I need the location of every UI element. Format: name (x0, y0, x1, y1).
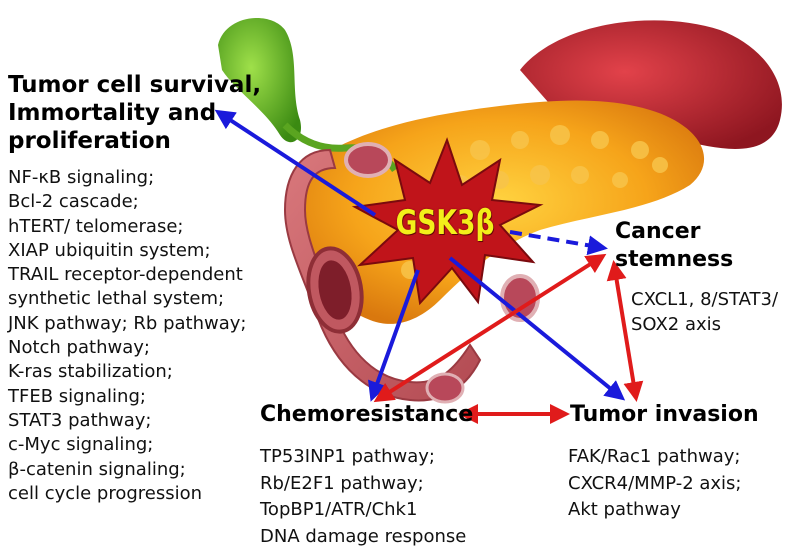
chemoresistance-list: TP53INP1 pathway; Rb/E2F1 pathway; TopBP… (260, 444, 466, 550)
survival-item: TRAIL receptor-dependent (8, 264, 243, 286)
survival-item: STAT3 pathway; (8, 409, 152, 431)
invasion-item: FAK/Rac1 pathway; (568, 446, 741, 467)
gsk3b-label: GSK3β (395, 203, 495, 243)
chemoresistance-item: TopBP1/ATR/Chk1 (260, 499, 418, 520)
invasion-list: FAK/Rac1 pathway; CXCR4/MMP-2 axis; Akt … (568, 444, 742, 524)
survival-item: XIAP ubiquitin system; (8, 239, 211, 261)
gallbladder-shape (218, 17, 301, 143)
stemness-item: CXCL1, 8/STAT3/ (631, 289, 779, 310)
invasion-item: CXCR4/MMP-2 axis; (568, 472, 742, 494)
survival-item: hTERT/ telomerase; (8, 215, 184, 237)
survival-item: K-ras stabilization; (8, 361, 173, 383)
survival-heading: Tumor cell survival, Immortality and pro… (8, 71, 261, 155)
stemness-heading: Cancer stemness (615, 218, 733, 274)
survival-item: cell cycle progression (8, 482, 203, 504)
invasion-heading: Tumor invasion (570, 402, 759, 427)
survival-item: β-catenin signaling; (8, 458, 186, 480)
survival-list: NF-κB signaling; Bcl-2 cascade; hTERT/ t… (8, 166, 246, 506)
survival-item: NF-κB signaling; (8, 167, 155, 188)
chemoresistance-item: Rb/E2F1 pathway; (260, 472, 424, 494)
stemness-item: SOX2 axis (631, 314, 722, 335)
survival-item: Bcl-2 cascade; (8, 191, 139, 213)
survival-item: TFEB signaling; (8, 385, 146, 407)
invasion-item: Akt pathway (568, 499, 681, 520)
double-arrow-stemness-chemoresistance (373, 253, 607, 403)
vessel-opening-top (344, 142, 392, 178)
chemoresistance-item: DNA damage response (260, 525, 467, 547)
vessel-opening-bottom (425, 372, 465, 404)
arrow-to-survival (214, 109, 377, 217)
chemoresistance-item: TP53INP1 pathway; (260, 446, 435, 467)
survival-heading-line: proliferation (8, 128, 171, 154)
survival-item: JNK pathway; Rb pathway; (8, 312, 247, 334)
chemoresistance-heading: Chemoresistance (260, 402, 474, 427)
stemness-heading-line: Cancer (615, 219, 701, 244)
double-arrow-stemness-invasion (606, 260, 644, 402)
arrow-to-stemness (509, 230, 608, 256)
stemness-list: CXCL1, 8/STAT3/ SOX2 axis (631, 287, 778, 337)
survival-item: synthetic lethal system; (8, 288, 225, 310)
survival-item: c-Myc signaling; (8, 434, 154, 456)
survival-item: Notch pathway; (8, 337, 150, 359)
stemness-heading-line: stemness (615, 247, 734, 272)
arrow-to-invasion (448, 256, 626, 401)
survival-heading-line: Tumor cell survival, (8, 72, 262, 98)
survival-heading-line: Immortality and (8, 100, 217, 126)
